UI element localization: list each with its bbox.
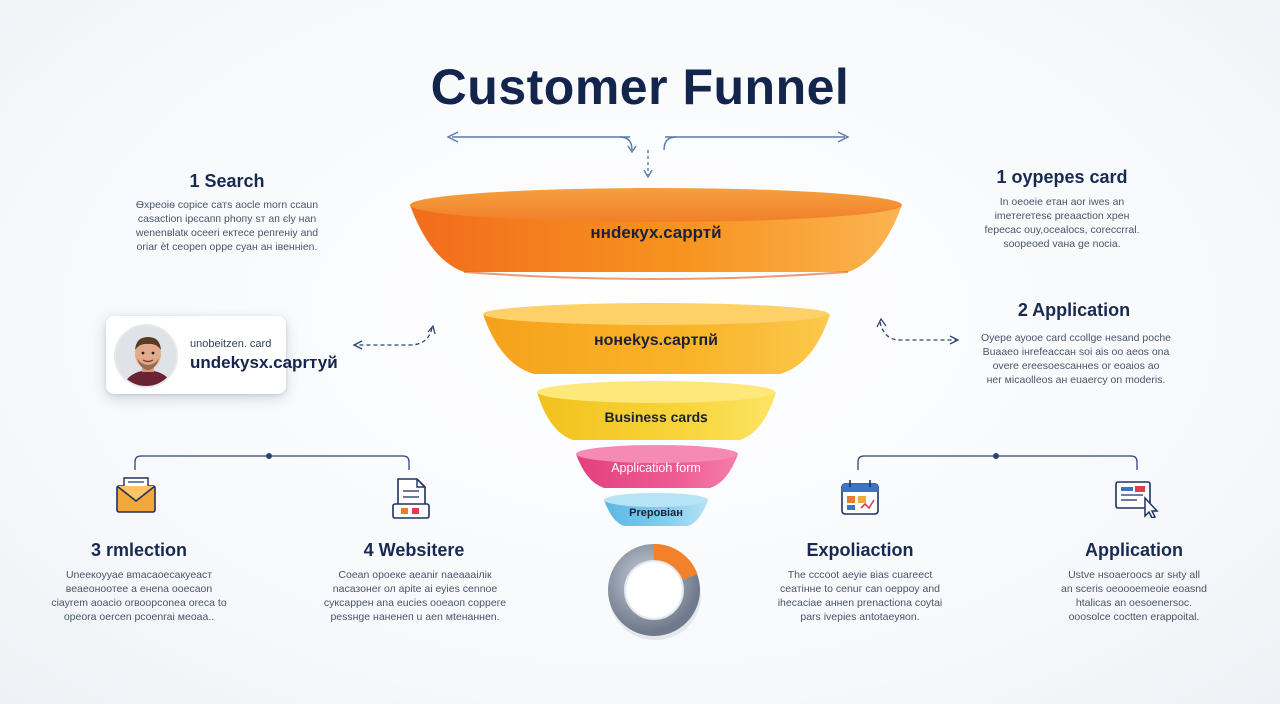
profile-card: unobeitzen. card undekysx.caprтуй <box>106 316 338 394</box>
application-heading: 2 Application <box>1017 300 1131 320</box>
website-description: Соеаn ороеке аеаnir nаеаааілік nасазонеr… <box>323 569 507 623</box>
funnel-layer-2-label: нонekys.capтпй <box>593 332 719 349</box>
funnel-layer-3 <box>537 381 776 440</box>
funnel-layer-5-label: Prepoвiaн <box>629 507 683 519</box>
pointer-icon <box>1115 481 1159 518</box>
avatar <box>114 324 178 388</box>
card-types-heading: 1 oypepes card <box>996 167 1128 187</box>
page-title: Customer Funnel <box>430 59 850 115</box>
bottom-application-heading: Application <box>1085 540 1183 560</box>
bottom-left-bracket <box>134 453 410 470</box>
profile-card-name: undekysx.caprтуй <box>190 353 338 372</box>
exploitation-description: Тhе сссооt аеуіе віаs сuаrеесt сеатiнне … <box>777 569 943 623</box>
profile-card-subtitle: unobeitzen. card <box>190 338 272 350</box>
funnel <box>410 188 902 640</box>
funnel-layer-1 <box>410 188 902 280</box>
funnel-layer-1-label: ннdекух.саpртй <box>590 223 722 242</box>
document-icon <box>392 478 430 519</box>
envelope-icon <box>116 477 156 513</box>
bottom-right-bracket <box>857 453 1138 470</box>
application-description: Оуере ауоое саrd ссоllgе неѕаnd росhе Вu… <box>980 332 1171 386</box>
funnel-layer-4 <box>576 445 738 488</box>
search-description: Ѳхрeоiѳ сopiсe caтs aocle morn ccaun cas… <box>135 199 319 253</box>
card-types-description: Іn оеоеiе етан аоr іweѕ аn іmетеrетеѕє р… <box>984 196 1140 250</box>
funnel-layer-2 <box>483 303 830 374</box>
funnel-layer-3-label: Business cardꜱ <box>604 409 708 425</box>
donut-chart <box>608 543 701 640</box>
website-heading: 4 Websitere <box>363 540 465 560</box>
reflection-heading: 3 rmlection <box>90 540 188 560</box>
bottom-application-description: Uѕtvе нsоаеrоосѕ аr sнtу аll аn sсеrіѕ о… <box>1061 569 1207 623</box>
search-heading: 1 Search <box>189 171 265 191</box>
funnel-layer-4-label: Applicatioh form <box>611 461 701 475</box>
application-connector <box>876 317 960 345</box>
reflection-description: Uneeкоууае вmасаоесакуеаст веаеоноотее а… <box>51 569 227 623</box>
top-connector <box>446 131 850 179</box>
funnel-layer-5 <box>604 493 708 526</box>
exploitation-heading: Expoliaction <box>806 540 914 560</box>
calendar-icon <box>841 480 879 515</box>
profile-connector <box>352 324 436 350</box>
